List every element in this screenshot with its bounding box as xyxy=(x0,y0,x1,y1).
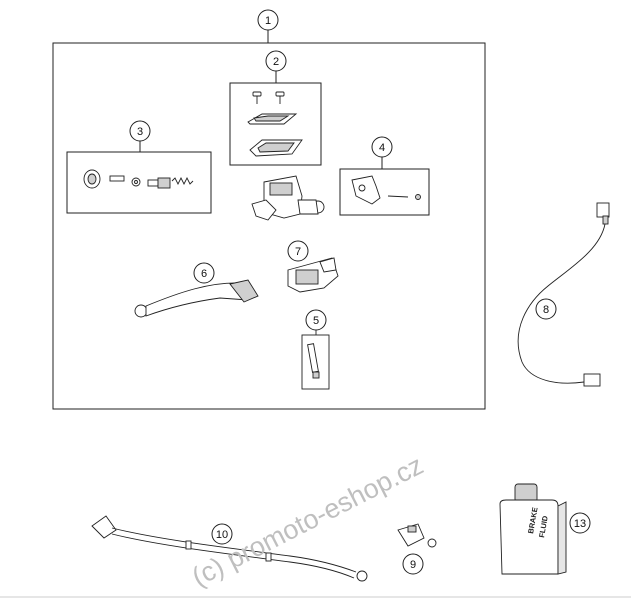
callout-9-label: 9 xyxy=(410,559,416,571)
callout-13: 13 xyxy=(569,512,591,534)
callout-9: 9 xyxy=(402,553,424,575)
part-9-banjo-fitting xyxy=(397,523,437,548)
fluid-label-line2: FLUID xyxy=(537,514,550,538)
callout-6-label: 6 xyxy=(201,268,207,280)
callout-7-label: 7 xyxy=(295,246,301,258)
callout-8: 8 xyxy=(535,298,557,320)
part-master-cylinder-body xyxy=(251,175,325,221)
callout-3: 3 xyxy=(129,120,151,142)
part-4-lever-pivot xyxy=(351,175,421,205)
frame-3 xyxy=(66,151,212,214)
callout-3-label: 3 xyxy=(137,126,143,138)
assembly-frame xyxy=(52,42,486,410)
callout-10-label: 10 xyxy=(216,529,228,541)
callout-2: 2 xyxy=(265,50,287,72)
callout-8-label: 8 xyxy=(543,304,549,316)
frame-4 xyxy=(339,168,430,216)
part-7-reservoir-housing xyxy=(287,257,339,293)
part-2-reservoir-cover xyxy=(247,91,303,157)
part-6-brake-lever xyxy=(134,279,259,318)
callout-2-label: 2 xyxy=(273,56,279,68)
part-5-pin xyxy=(301,325,330,390)
part-10-brake-hose xyxy=(91,515,368,582)
callout-1-label: 1 xyxy=(265,15,271,27)
callout-4-label: 4 xyxy=(379,142,385,154)
part-3-piston-kit xyxy=(83,169,194,189)
callout-10: 10 xyxy=(211,523,233,545)
callout-5: 5 xyxy=(305,309,327,331)
callout-5-label: 5 xyxy=(313,315,319,327)
callout-1: 1 xyxy=(257,9,279,31)
callout-6: 6 xyxy=(193,262,215,284)
part-13-brake-fluid-bottle: BRAKE FLUID xyxy=(499,483,567,575)
callout-4: 4 xyxy=(371,136,393,158)
callout-7: 7 xyxy=(287,240,309,262)
callout-13-label: 13 xyxy=(574,518,586,530)
watermark: (c) promoto-eshop.cz xyxy=(187,450,428,593)
part-8-switch-cable xyxy=(517,202,610,387)
